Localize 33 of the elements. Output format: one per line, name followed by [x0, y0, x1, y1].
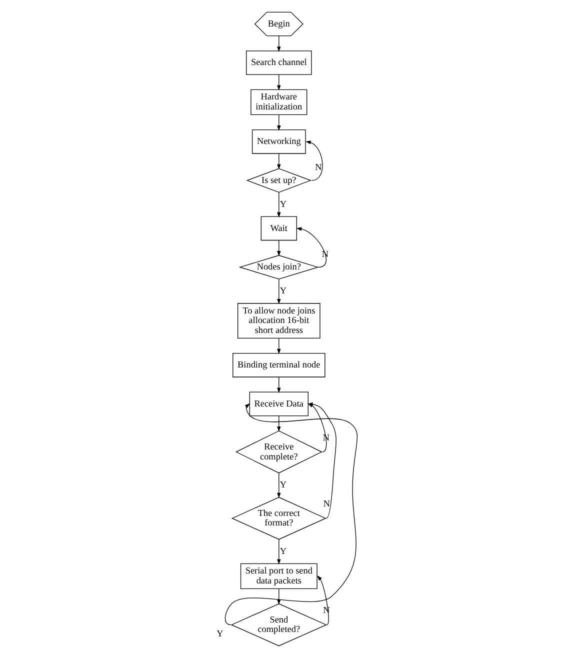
arrow: [277, 338, 281, 354]
node-diamond: Nodes join?: [238, 255, 319, 280]
node-box: Networking: [252, 130, 306, 154]
arrow: [277, 472, 281, 498]
arrow: [277, 240, 281, 256]
arrow: [277, 153, 281, 170]
arrow: [277, 588, 281, 605]
node-diamond: Receive complete?: [235, 430, 322, 474]
arrow: [317, 575, 329, 626]
arrow: [277, 376, 281, 394]
node-box: Binding terminal node: [232, 353, 326, 378]
edge-label: Y: [280, 546, 286, 556]
arrow: [277, 416, 281, 432]
node-box: Hardware initialization: [250, 89, 308, 116]
arrow: [277, 278, 281, 304]
arrow: [277, 192, 281, 218]
node-box: Serial port to send data packets: [240, 563, 318, 589]
node-box: Wait: [260, 216, 297, 241]
node-diamond: Is set up?: [246, 168, 312, 193]
arrow: [277, 36, 281, 52]
edge-label: Y: [216, 628, 224, 639]
arrow: [306, 140, 323, 181]
edge-label: Y: [280, 198, 286, 209]
arrow: [296, 227, 326, 268]
arrow: [277, 74, 281, 90]
edge-label: Y: [280, 286, 286, 296]
node-box: Receive Data: [249, 392, 308, 416]
node-box: Search channel: [246, 50, 312, 75]
arrow: [277, 114, 281, 131]
edge-label: N: [315, 162, 322, 172]
node-box: To allow node joins allocation 16-bit short address: [237, 303, 320, 339]
edge-label: Y: [280, 480, 286, 490]
arrow: [277, 539, 281, 565]
